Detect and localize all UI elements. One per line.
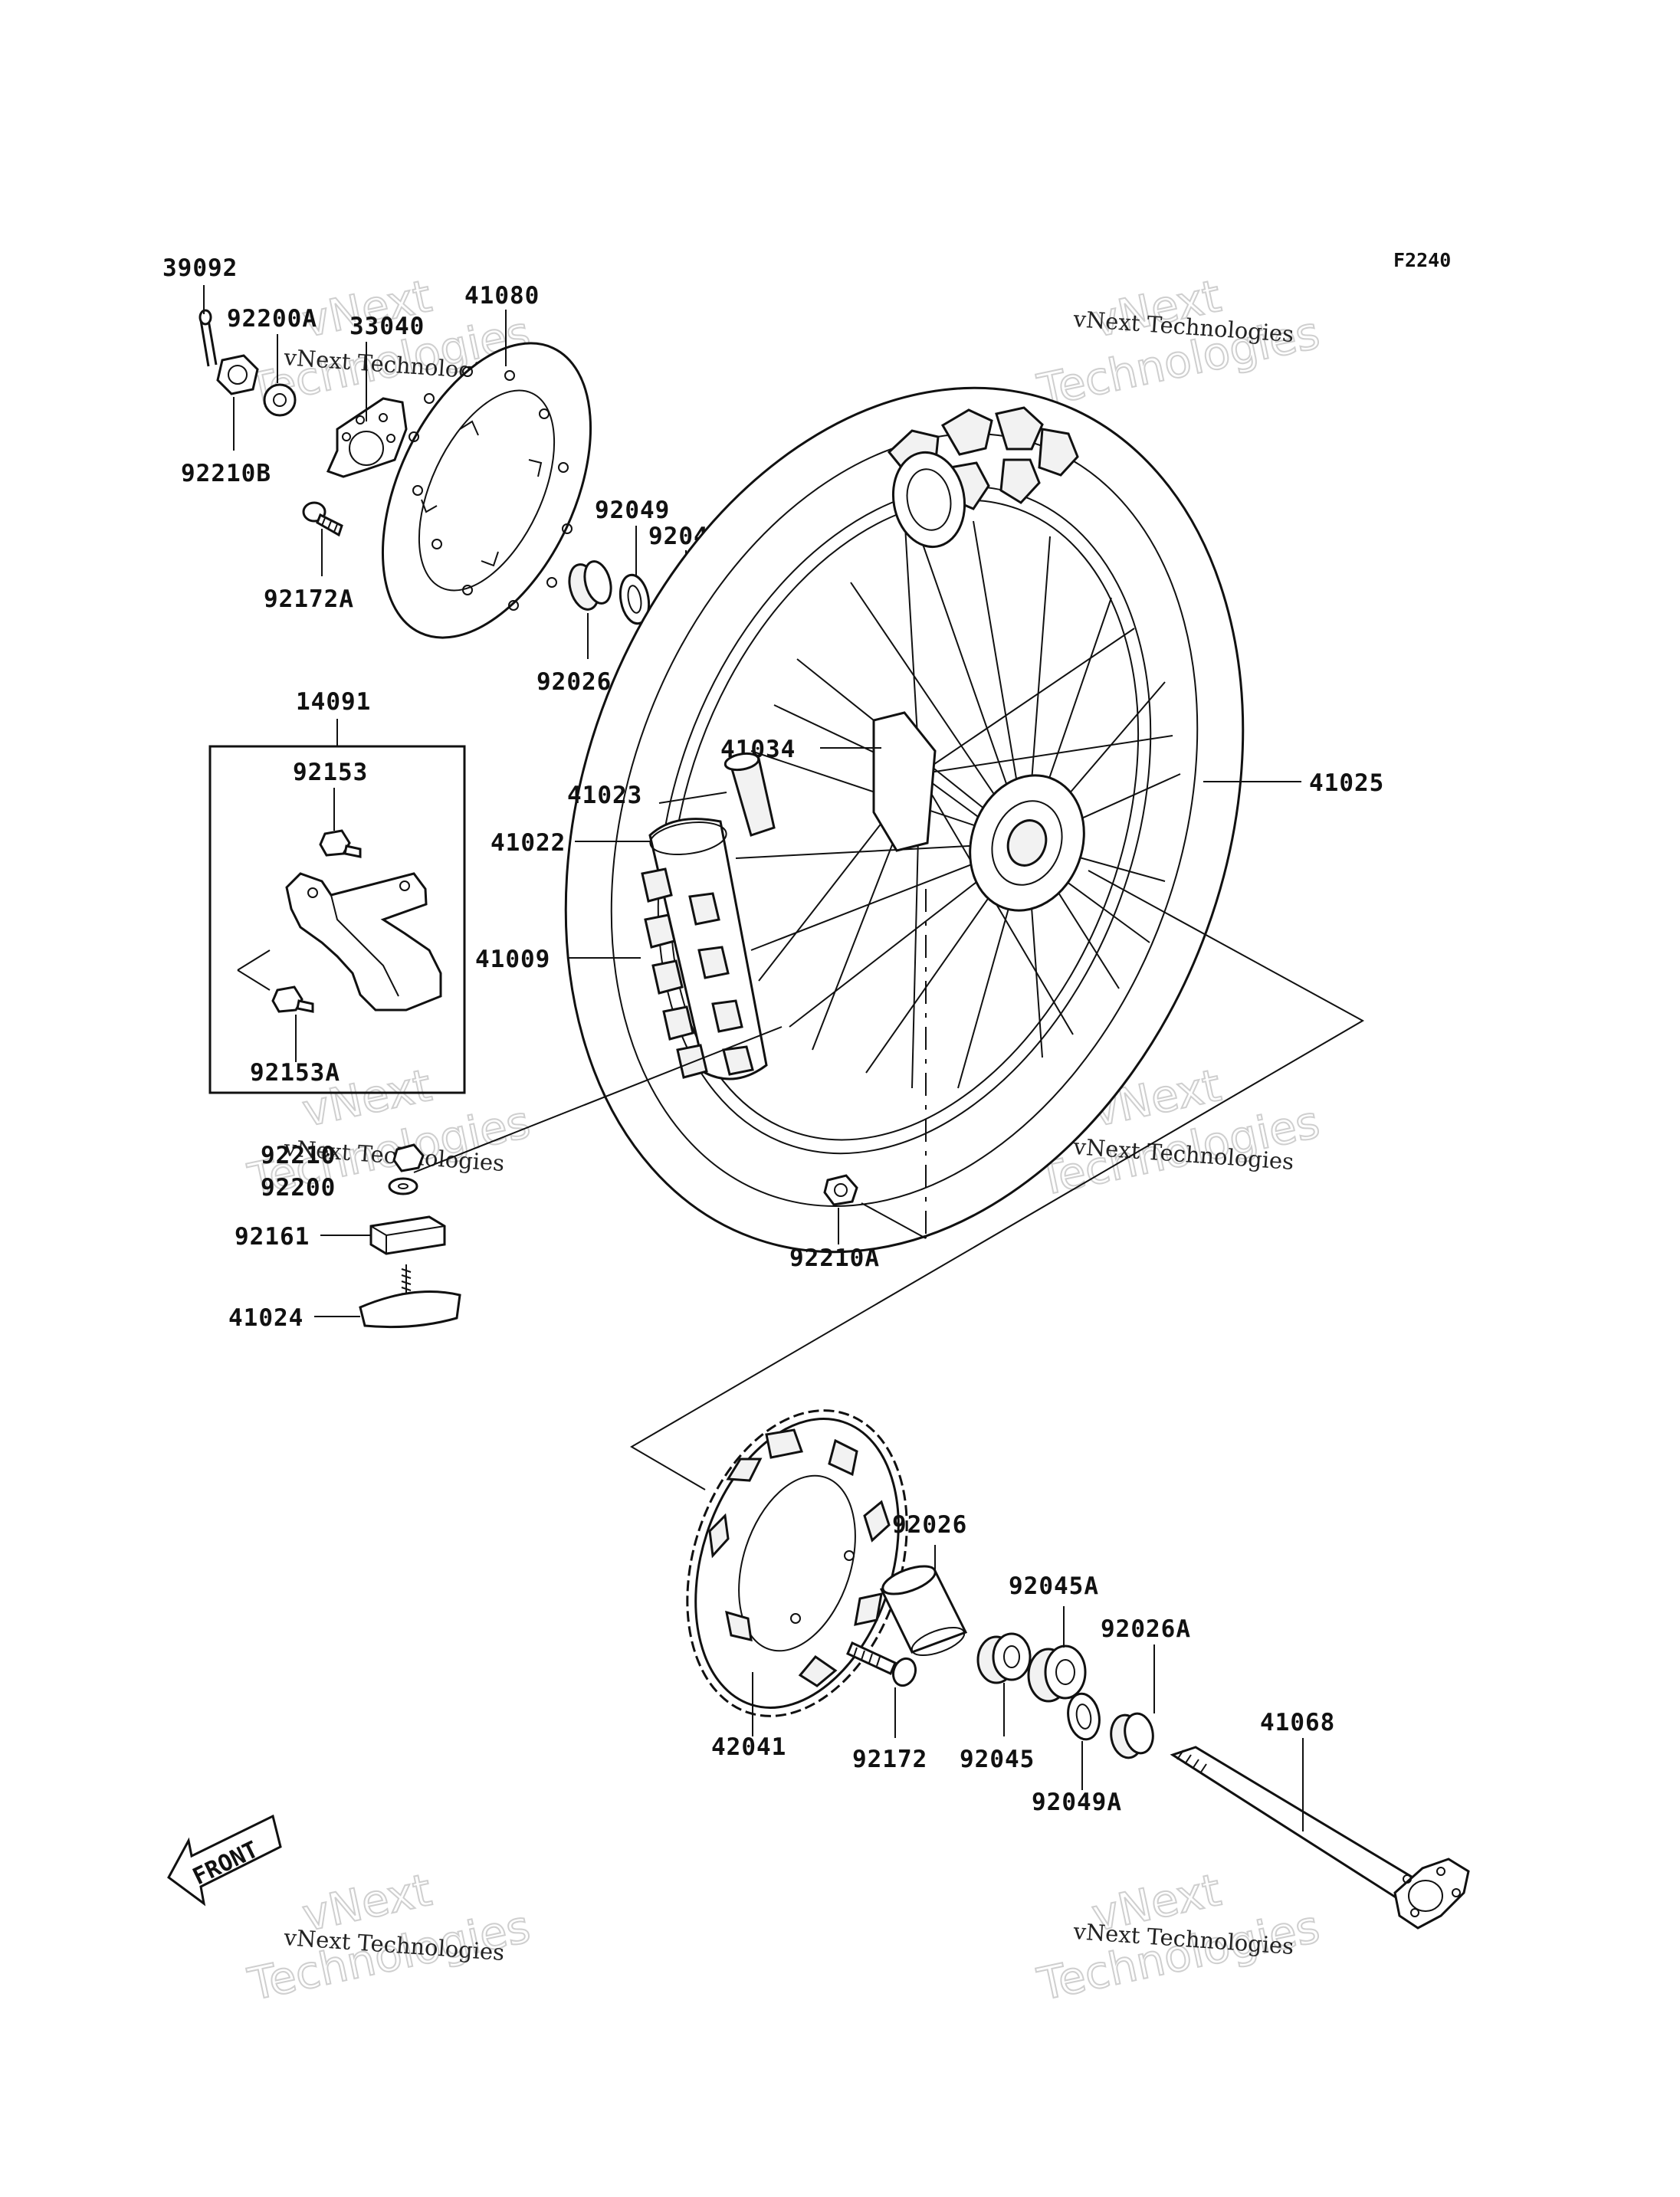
label-92172A: 92172A <box>264 585 354 613</box>
tube-section-icon <box>724 752 776 837</box>
label-92210: 92210 <box>261 1142 336 1169</box>
bolt-icon <box>302 501 343 537</box>
rim-lock-washer-icon <box>388 1177 418 1195</box>
chain-adjuster-icon <box>326 397 408 478</box>
figure-code: F2240 <box>1393 249 1451 271</box>
label-92172: 92172 <box>852 1746 927 1773</box>
label-41022: 41022 <box>491 829 566 857</box>
label-92200A: 92200A <box>227 305 317 333</box>
label-92161: 92161 <box>235 1223 310 1251</box>
chain-guide-bolt-icon <box>319 829 362 858</box>
watermark-bottom-right: vNext Technologies vNext Technologies <box>1032 1863 1325 2012</box>
cotter-pin-icon <box>199 309 218 367</box>
sprocket-bolt-icon <box>846 1641 917 1687</box>
label-33040: 33040 <box>349 313 425 340</box>
label-41023: 41023 <box>567 782 642 809</box>
label-92210A: 92210A <box>789 1244 880 1272</box>
collar-icon <box>568 560 612 611</box>
label-92210B: 92210B <box>181 460 271 487</box>
label-42041: 42041 <box>711 1733 786 1761</box>
label-41024: 41024 <box>228 1304 304 1332</box>
label-41080: 41080 <box>464 282 540 310</box>
rim-lock-icon <box>359 1264 461 1329</box>
tire-section-icon <box>641 818 768 1080</box>
lower-oil-seal-icon <box>1067 1692 1101 1741</box>
rear-sprocket-icon <box>686 1409 908 1717</box>
label-92049A: 92049A <box>1032 1789 1122 1816</box>
label-92045A: 92045A <box>1009 1572 1099 1600</box>
label-39092: 39092 <box>162 254 238 282</box>
label-92153: 92153 <box>293 759 368 786</box>
rim-lock-spacer-icon <box>369 1215 446 1255</box>
long-collar-icon <box>879 1565 968 1657</box>
washer-icon <box>263 383 297 417</box>
label-92153A: 92153A <box>250 1059 340 1087</box>
label-41068: 41068 <box>1260 1709 1335 1736</box>
watermark-top-right: vNext Technologies vNext Technologies <box>1032 269 1325 418</box>
lower-collar-icon <box>1110 1712 1154 1759</box>
label-41009: 41009 <box>475 946 550 973</box>
label-14091: 14091 <box>296 688 371 716</box>
label-92045-lower: 92045 <box>960 1746 1035 1773</box>
label-92049: 92049 <box>595 497 670 524</box>
valve-nut-icon <box>823 1174 858 1206</box>
axle-icon <box>1170 1746 1470 1930</box>
label-92026A-lower: 92026A <box>1101 1615 1191 1643</box>
front-arrow-icon: FRONT <box>167 1814 282 1907</box>
oil-seal-icon <box>619 573 651 625</box>
lower-bearing-icon <box>976 1632 1032 1684</box>
label-92200: 92200 <box>261 1174 336 1202</box>
watermark-bottom-left: vNext Technologies vNext Technologies <box>243 1863 536 2012</box>
bearing-a-icon <box>1027 1644 1087 1703</box>
chain-guide-bolt-a-icon <box>271 985 314 1013</box>
label-41025: 41025 <box>1309 769 1384 797</box>
brake-disc-icon <box>381 342 592 639</box>
label-92026: 92026 <box>892 1511 967 1539</box>
chain-guide-icon <box>285 872 442 1012</box>
castle-nut-icon <box>216 354 259 395</box>
rim-lock-nut-icon <box>392 1143 425 1172</box>
